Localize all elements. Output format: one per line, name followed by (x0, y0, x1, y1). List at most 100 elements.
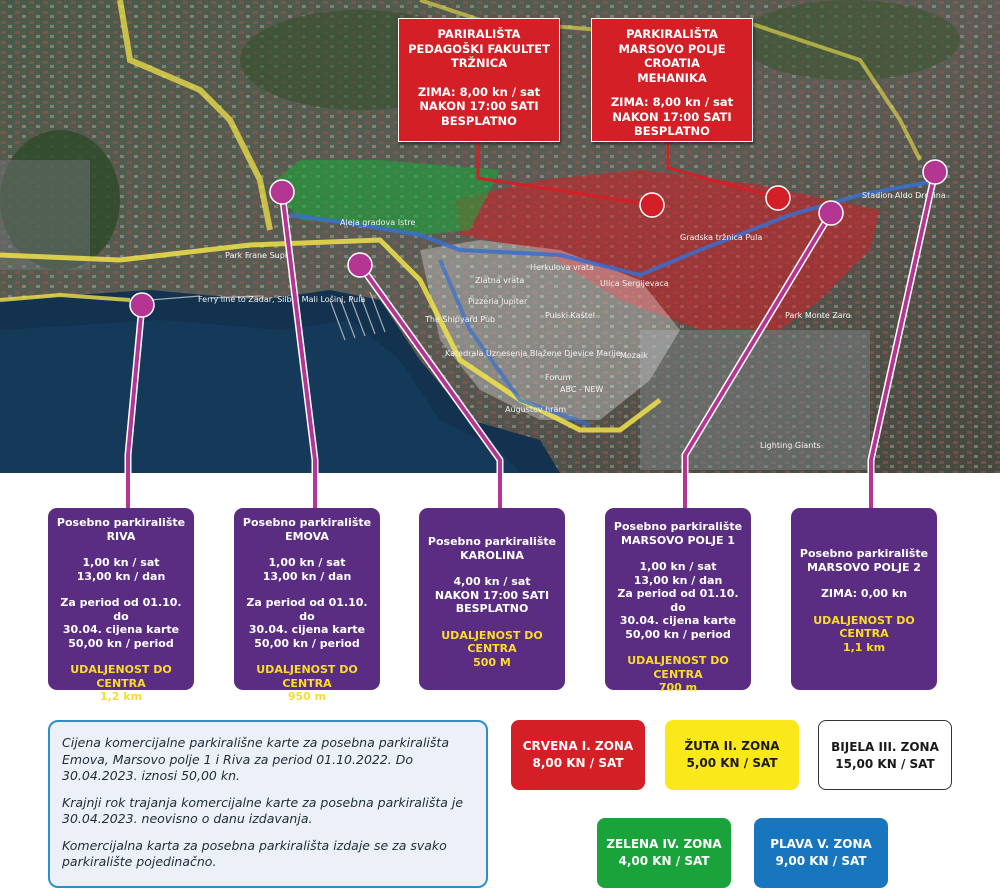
card-period: 50,00 kn / period (625, 627, 731, 641)
note-paragraph: Komercijalna karta za posebna parkirališ… (62, 837, 447, 870)
card-distance-label: UDALJENOST DO (627, 654, 729, 667)
card-period: 30.04. cijena karte (619, 614, 737, 627)
map-label: Ferry line to Zadar, Silba, Mali Lošinj,… (198, 294, 365, 304)
card-price: 4,00 kn / sat (453, 575, 531, 588)
card-distance-label: CENTRA (96, 676, 146, 690)
map-label: Herkulova vrata (530, 263, 594, 272)
card-title: Posebno parkiralište (242, 516, 372, 529)
card-distance-label: UDALJENOST DO (813, 613, 915, 627)
green-zone-overlay (270, 160, 500, 235)
card-distance-label: CENTRA (653, 667, 703, 681)
red-callout-mehanika: PARKIRALIŠTA MARSOVO POLJE CROATIA MEHAN… (591, 18, 753, 142)
callout-rate: ZIMA: 8,00 kn / sat (610, 95, 734, 109)
map-label: Pulski Kaštel (545, 310, 595, 320)
forest-patch (740, 0, 960, 80)
note-paragraph: Cijena komercijalne parkirališne karte z… (62, 735, 449, 783)
card-distance-label: UDALJENOST DO (256, 663, 358, 676)
card-distance-label: CENTRA (839, 627, 889, 640)
card-distance-label: CENTRA (282, 676, 332, 690)
card-price: 1,00 kn / sat (82, 556, 160, 569)
card-price: 13,00 kn / dan (633, 573, 723, 587)
zone-name: BIJELA III. ZONA (831, 740, 939, 754)
card-price: 1,00 kn / sat (268, 556, 346, 569)
map-label: Zlatna vrata (475, 276, 524, 285)
industrial-area (640, 330, 870, 470)
card-price: 1,00 kn / sat (639, 560, 717, 573)
map-label: Gradska tržnica Pula (680, 233, 762, 242)
callout-title: PARKIRALIŠTA (626, 27, 718, 41)
zone-blue: PLAVA V. ZONA 9,00 KN / SAT (754, 818, 888, 888)
card-distance-label: CENTRA (467, 642, 517, 655)
card-marsovo-polje-1: Posebno parkiralište MARSOVO POLJE 1 1,0… (605, 508, 751, 694)
zone-name: CRVENA I. ZONA (522, 739, 634, 753)
map-label: Forum (545, 373, 571, 382)
card-title: Posebno parkiralište (613, 520, 743, 533)
info-note: Cijena komercijalne parkirališne karte z… (48, 720, 488, 888)
note-paragraph: Krajnji rok trajanja komercijalne karte … (62, 794, 464, 827)
card-title: MARSOVO POLJE 1 (621, 533, 735, 547)
callout-rate: NAKON 17:00 SATI (419, 99, 539, 113)
card-period: 50,00 kn / period (68, 636, 174, 650)
zone-price: 4,00 KN / SAT (618, 854, 710, 868)
zone-price: 9,00 KN / SAT (775, 854, 867, 868)
map-label: The Shipyard Pub (424, 315, 495, 324)
zone-name: PLAVA V. ZONA (770, 837, 872, 851)
card-distance: 950 m (287, 690, 327, 703)
card-title: RIVA (106, 529, 136, 543)
callout-rate: BESPLATNO (441, 113, 517, 128)
zone-name: ZELENA IV. ZONA (606, 837, 722, 851)
map-label: Park Monte Zaro (785, 311, 851, 320)
card-period: Za period od 01.10. do (246, 596, 368, 623)
card-period: 30.04. cijena karte (248, 623, 366, 636)
card-karolina: Posebno parkiralište KAROLINA 4,00 kn / … (419, 508, 565, 690)
yellow-zone-outline (0, 292, 131, 302)
map-label: Pizzeria Jupiter (468, 297, 528, 306)
card-period: 30.04. cijena karte (62, 623, 180, 636)
callout-rate: BESPLATNO (634, 124, 710, 138)
card-emova: Posebno parkiralište EMOVA 1,00 kn / sat… (234, 508, 380, 703)
zone-green: ZELENA IV. ZONA 4,00 KN / SAT (597, 818, 731, 888)
card-price: NAKON 17:00 SATI (434, 588, 550, 602)
card-title: Posebno parkiralište (56, 516, 186, 529)
map-label: Augustov hram (505, 405, 566, 414)
card-price: BESPLATNO (455, 602, 529, 615)
card-distance-label: UDALJENOST DO (70, 663, 172, 676)
callout-title: MARSOVO POLJE (618, 41, 726, 56)
card-title: Posebno parkiralište (799, 547, 929, 560)
card-marsovo-polje-2: Posebno parkiralište MARSOVO POLJE 2 ZIM… (791, 508, 937, 690)
map-label: Stadion Aldo Drosina (862, 191, 946, 200)
map-label: Mozaik (620, 351, 648, 360)
card-title: KAROLINA (460, 548, 524, 562)
zone-price: 8,00 KN / SAT (532, 756, 624, 770)
zone-price: 15,00 KN / SAT (835, 757, 935, 771)
callout-rate: ZIMA: 8,00 kn / sat (417, 84, 541, 99)
zone-yellow: ŽUTA II. ZONA 5,00 KN / SAT (665, 720, 799, 790)
map-label: Park Frane Supila (225, 251, 294, 260)
yellow-zone-outline (117, 0, 273, 231)
zone-white: BIJELA III. ZONA 15,00 KN / SAT (818, 720, 952, 790)
callout-title: PEDAGOŠKI FAKULTET (408, 41, 550, 56)
card-period: Za period od 01.10. do (617, 587, 739, 614)
map-label: Katedrala Uznesenja Blažene Djevice Mari… (445, 349, 621, 358)
zone-price: 5,00 KN / SAT (686, 756, 778, 770)
card-period: 50,00 kn / period (254, 636, 360, 650)
card-title: EMOVA (285, 529, 329, 543)
card-title: Posebno parkiralište (427, 535, 557, 548)
zone-red: CRVENA I. ZONA 8,00 KN / SAT (511, 720, 645, 790)
callout-rate: NAKON 17:00 SATI (612, 109, 732, 124)
card-price: 13,00 kn / dan (262, 569, 352, 583)
card-price: ZIMA: 0,00 kn (820, 587, 908, 600)
map-label: Lighting Giants (760, 441, 821, 450)
callout-title: CROATIA (644, 56, 700, 70)
card-distance: 500 M (473, 655, 511, 669)
card-distance: 700 m (658, 681, 698, 694)
card-distance: 1,1 km (842, 640, 886, 654)
card-price: 13,00 kn / dan (76, 569, 166, 583)
card-title: MARSOVO POLJE 2 (807, 560, 921, 574)
callout-title: TRŽNICA (450, 56, 508, 70)
card-riva: Posebno parkiralište RIVA 1,00 kn / sat … (48, 508, 194, 703)
industrial-area (0, 160, 90, 270)
red-callout-trznica: PARIRALIŠTA PEDAGOŠKI FAKULTET TRŽNICA Z… (398, 18, 560, 142)
card-distance-label: UDALJENOST DO (441, 628, 543, 642)
map-label: Aleja gradova Istre (340, 218, 415, 227)
